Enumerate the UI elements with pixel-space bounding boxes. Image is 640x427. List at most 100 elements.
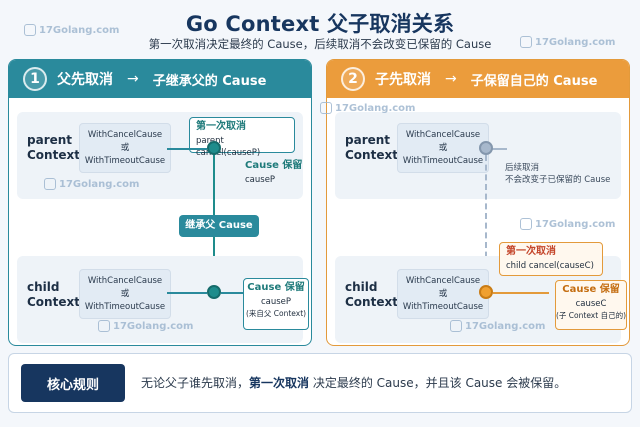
- watermark: 17Golang.com: [98, 320, 193, 332]
- parent-cancel-node: [479, 141, 493, 155]
- parent-row: parent Context WithCancelCause 或 WithTim…: [17, 112, 303, 199]
- inherit-cause-label: 继承父 Cause: [179, 215, 259, 237]
- callout-title: Cause 保留: [245, 160, 303, 171]
- ctx-line: WithTimeoutCause: [84, 302, 166, 312]
- watermark-text: 17Golang.com: [113, 320, 194, 332]
- connector-line: [221, 292, 243, 294]
- panel-subheading: 子保留自己的 Cause: [470, 73, 598, 89]
- ctx-line: WithCancelCause: [87, 130, 163, 140]
- callout-text: causeP: [245, 175, 276, 185]
- arrow-right-icon: →: [127, 71, 139, 87]
- parent-cancel-node: [207, 141, 221, 155]
- callout-text: parent cancel(causeP): [196, 136, 261, 158]
- watermark-logo-icon: [450, 320, 462, 332]
- watermark-logo-icon: [520, 36, 532, 48]
- right-panel: 2 子先取消 → 子保留自己的 Cause parent Context Wit…: [326, 59, 630, 346]
- callout-title: Cause 保留: [562, 284, 620, 295]
- callout-title: 第一次取消: [506, 246, 556, 257]
- watermark: 17Golang.com: [520, 218, 615, 230]
- rule-text-part: 无论父子谁先取消，: [141, 376, 250, 390]
- child-context-type-box: WithCancelCause 或 WithTimeoutCause: [79, 269, 171, 319]
- watermark-logo-icon: [520, 218, 532, 230]
- ctx-line: 或: [120, 143, 130, 153]
- role-line: parent: [27, 133, 73, 147]
- watermark: 17Golang.com: [24, 24, 119, 36]
- step-number-badge: 2: [341, 67, 365, 91]
- watermark: 17Golang.com: [520, 36, 615, 48]
- child-role-label: child Context: [345, 280, 398, 310]
- watermark: 17Golang.com: [320, 102, 415, 114]
- core-rule-box: 核心规则 无论父子谁先取消，第一次取消 决定最终的 Cause，并且该 Caus…: [8, 353, 632, 413]
- left-panel-header: 1 父先取消 → 子继承父的 Cause: [9, 60, 311, 98]
- rule-text-part: 决定最终的 Cause，并且该 Cause 会被保留。: [309, 376, 567, 390]
- core-rule-tag: 核心规则: [21, 364, 125, 402]
- ctx-line: 或: [438, 289, 448, 299]
- child-role-label: child Context: [27, 280, 80, 310]
- callout-text: child cancel(causeC): [506, 261, 594, 271]
- role-line: child: [345, 280, 378, 294]
- ctx-line: 或: [438, 143, 448, 153]
- callout-title: 第一次取消: [196, 121, 246, 132]
- callout-text: causeP: [260, 297, 292, 307]
- panel-heading: 子先取消: [375, 72, 431, 88]
- callout-note: (子 Context 自己的): [556, 311, 627, 320]
- child-cause-kept-callout: Cause 保留 causeP (来自父 Context): [243, 278, 309, 330]
- core-rule-text: 无论父子谁先取消，第一次取消 决定最终的 Cause，并且该 Cause 会被保…: [141, 374, 566, 391]
- ctx-line: WithTimeoutCause: [402, 302, 484, 312]
- rule-highlight: 第一次取消: [249, 376, 310, 390]
- watermark-logo-icon: [24, 24, 36, 36]
- ctx-line: 或: [120, 289, 130, 299]
- connector-line: [167, 148, 207, 150]
- role-line: Context: [345, 148, 398, 162]
- parent-context-type-box: WithCancelCause 或 WithTimeoutCause: [397, 123, 489, 173]
- watermark-text: 17Golang.com: [535, 36, 616, 48]
- watermark-text: 17Golang.com: [59, 178, 140, 190]
- child-row: child Context WithCancelCause 或 WithTime…: [335, 256, 627, 343]
- watermark: 17Golang.com: [44, 178, 139, 190]
- parent-row: parent Context WithCancelCause 或 WithTim…: [335, 112, 621, 199]
- ctx-line: WithCancelCause: [405, 276, 481, 286]
- parent-context-type-box: WithCancelCause 或 WithTimeoutCause: [79, 123, 171, 173]
- page-subtitle: 第一次取消决定最终的 Cause，后续取消不会改变已保留的 Cause: [148, 37, 492, 51]
- callout-text: causeC: [575, 299, 607, 309]
- connector-line: [493, 292, 549, 294]
- child-row: child Context WithCancelCause 或 WithTime…: [17, 256, 309, 343]
- watermark-text: 17Golang.com: [465, 320, 546, 332]
- child-cancel-node: [479, 285, 493, 299]
- panel-subheading: 子继承父的 Cause: [152, 73, 267, 89]
- ctx-line: WithTimeoutCause: [402, 156, 484, 166]
- note-text: 不会改变子已保留的 Cause: [505, 175, 611, 185]
- watermark-text: 17Golang.com: [335, 102, 416, 114]
- callout-note: (来自父 Context): [245, 309, 307, 318]
- watermark: 17Golang.com: [450, 320, 545, 332]
- ctx-line: WithCancelCause: [87, 276, 163, 286]
- watermark-text: 17Golang.com: [535, 218, 616, 230]
- panel-heading: 父先取消: [57, 72, 113, 88]
- right-panel-header: 2 子先取消 → 子保留自己的 Cause: [327, 60, 629, 98]
- step-number-badge: 1: [23, 67, 47, 91]
- ctx-line: WithTimeoutCause: [84, 156, 166, 166]
- no-inherit-dashed-line: [485, 155, 487, 277]
- role-line: Context: [27, 295, 80, 309]
- page-title: Go Context 父子取消关系: [185, 12, 455, 36]
- cause-kept-callout: Cause 保留 causeP: [245, 160, 307, 192]
- child-context-type-box: WithCancelCause 或 WithTimeoutCause: [397, 269, 489, 319]
- parent-role-label: parent Context: [27, 133, 80, 163]
- note-title: 后续取消: [505, 163, 540, 173]
- connector-line: [485, 148, 507, 150]
- watermark-logo-icon: [44, 178, 56, 190]
- callout-title: Cause 保留: [247, 282, 305, 293]
- watermark-logo-icon: [98, 320, 110, 332]
- parent-role-label: parent Context: [345, 133, 398, 163]
- first-cancel-callout: 第一次取消 child cancel(causeC): [499, 242, 603, 276]
- arrow-right-icon: →: [445, 71, 457, 87]
- left-panel: 1 父先取消 → 子继承父的 Cause parent Context With…: [8, 59, 312, 346]
- role-line: child: [27, 280, 60, 294]
- role-line: parent: [345, 133, 391, 147]
- connector-line: [167, 292, 207, 294]
- child-cause-kept-callout: Cause 保留 causeC (子 Context 自己的): [555, 280, 627, 330]
- watermark-logo-icon: [320, 102, 332, 114]
- later-cancel-note: 后续取消 不会改变子已保留的 Cause: [505, 162, 623, 194]
- child-cancel-node: [207, 285, 221, 299]
- watermark-text: 17Golang.com: [39, 24, 120, 36]
